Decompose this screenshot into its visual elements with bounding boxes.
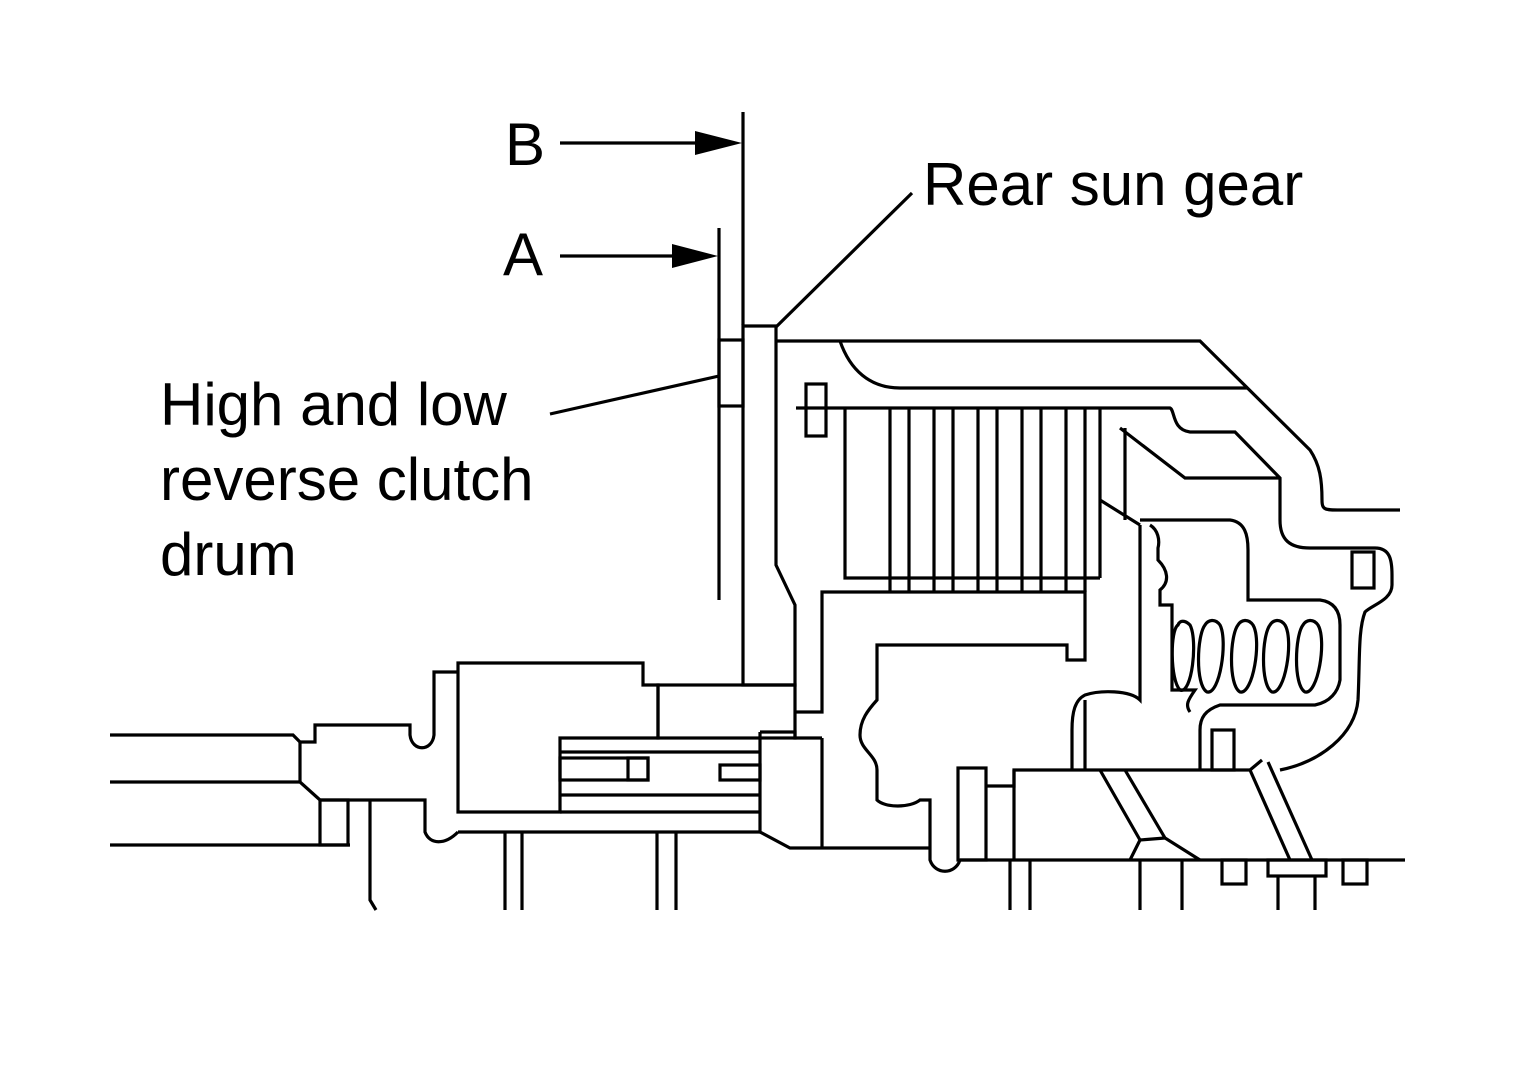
clutch-drum-edge <box>717 338 745 408</box>
hatched-hub <box>456 661 797 814</box>
needle-bearing <box>458 750 762 834</box>
input-shaft <box>110 670 678 911</box>
leader-clutch-drum <box>549 374 720 416</box>
label-clutch-drum-line2: reverse clutch <box>160 446 533 513</box>
spring-retainer <box>1210 728 1236 772</box>
leader-rear-sun-gear <box>773 191 914 330</box>
label-clutch-drum-line3: drum <box>160 521 297 588</box>
label-a: A <box>503 221 543 288</box>
snap-ring <box>804 382 828 438</box>
return-springs <box>1170 618 1324 694</box>
housing-outer <box>776 339 1400 772</box>
dimension-b <box>560 112 745 325</box>
label-rear-sun-gear: Rear sun gear <box>923 151 1303 218</box>
lower-right-shaft <box>956 758 1405 910</box>
piston <box>1070 518 1342 770</box>
clutch-plates <box>843 408 1141 592</box>
dimension-a <box>560 228 721 600</box>
label-clutch-drum-line1: High and low <box>160 371 508 438</box>
inner-hub <box>758 590 1087 873</box>
rear-sun-gear <box>741 324 797 687</box>
label-b: B <box>505 111 545 178</box>
